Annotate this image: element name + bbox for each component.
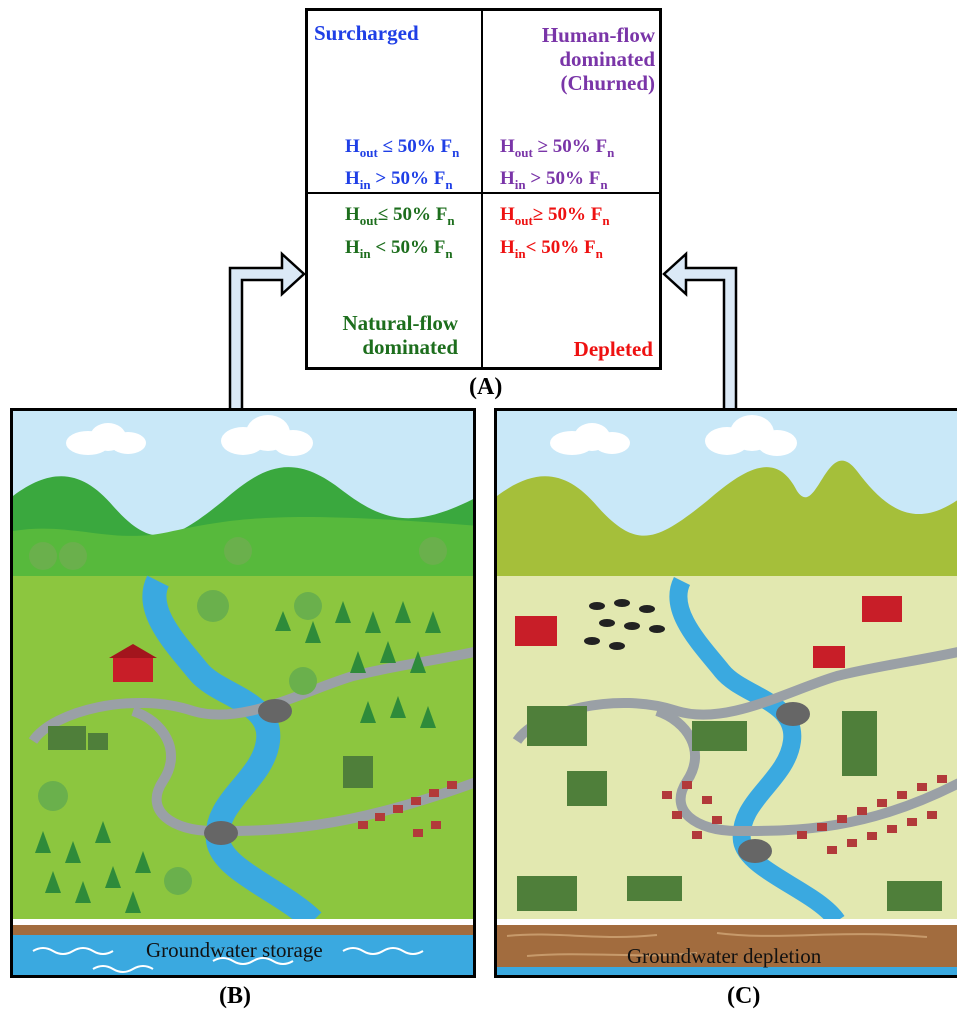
- vertical-divider: [481, 11, 483, 367]
- panel-groundwater-storage: Groundwater storage: [10, 408, 476, 978]
- landscape-developed-illustration: [497, 411, 957, 975]
- cloud-icon: [221, 415, 313, 456]
- building-icon: [343, 756, 373, 788]
- caption-groundwater-depletion: Groundwater depletion: [627, 944, 822, 968]
- condition-depleted-in: Hin< 50% Fn: [500, 237, 603, 261]
- barn-icon: [113, 656, 153, 682]
- condition-human-flow-out: Hout ≥ 50% Fn: [500, 136, 615, 160]
- human-flow-line3: (Churned): [560, 71, 655, 95]
- factory-icon: [48, 726, 108, 750]
- cloud-icon: [705, 415, 797, 456]
- natural-flow-line2: dominated: [362, 335, 458, 359]
- condition-surcharged-in: Hin > 50% Fn: [345, 168, 453, 192]
- factory-icon: [517, 706, 942, 911]
- right-arrow: [662, 251, 738, 412]
- landscape-natural-illustration: [13, 411, 473, 975]
- condition-surcharged-out: Hout ≤ 50% Fn: [345, 136, 460, 160]
- figure-label-b: (B): [219, 983, 251, 1009]
- panel-groundwater-depletion: Groundwater depletion: [494, 408, 957, 978]
- barn-icon: [515, 616, 557, 646]
- quadrant-diagram: Surcharged Human-flow dominated (Churned…: [305, 8, 662, 370]
- condition-natural-flow-out: Hout≤ 50% Fn: [345, 204, 455, 228]
- natural-flow-label: Natural-flow dominated: [318, 311, 458, 359]
- surcharged-label: Surcharged: [314, 21, 419, 45]
- horizontal-divider: [308, 192, 659, 194]
- condition-natural-flow-in: Hin < 50% Fn: [345, 237, 453, 261]
- human-flow-label: Human-flow dominated (Churned): [542, 23, 655, 95]
- cloud-icon: [550, 423, 630, 455]
- condition-human-flow-in: Hin > 50% Fn: [500, 168, 608, 192]
- caption-groundwater-storage: Groundwater storage: [146, 938, 323, 962]
- human-flow-line1: Human-flow: [541, 23, 655, 47]
- natural-flow-line1: Natural-flow: [342, 311, 458, 335]
- figure-label-a: (A): [469, 374, 503, 400]
- condition-depleted-out: Hout≥ 50% Fn: [500, 204, 610, 228]
- figure-label-c: (C): [727, 983, 761, 1009]
- connector-arrows: [228, 251, 738, 412]
- human-flow-line2: dominated: [559, 47, 655, 71]
- cloud-icon: [66, 423, 146, 455]
- depleted-label: Depleted: [573, 337, 653, 361]
- left-arrow: [228, 251, 306, 412]
